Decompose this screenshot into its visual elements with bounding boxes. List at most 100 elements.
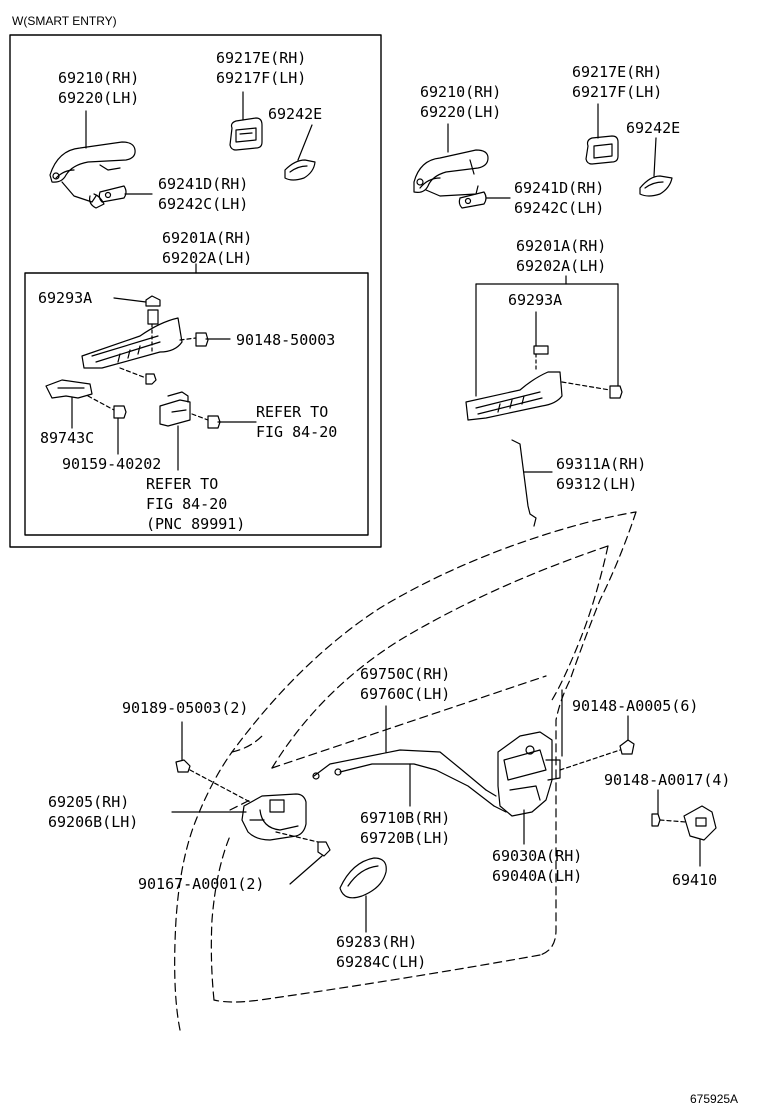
- callout-line: 69242C(LH): [514, 199, 605, 217]
- inset-handle-cap: [229, 117, 263, 151]
- inset-screw-dash: [87, 395, 115, 411]
- callout-bezel: 69283(RH) 69284C(LH): [336, 932, 426, 972]
- inset-clip-leader: [113, 297, 147, 303]
- callout-line: 69710B(RH): [360, 809, 451, 827]
- lock-screw-dash: [559, 749, 621, 771]
- pad-leader: [653, 137, 657, 177]
- frame-bolt: [609, 385, 623, 399]
- callout-line: 69220(LH): [420, 103, 502, 121]
- inset-grip: [98, 185, 127, 203]
- callout-striker: 69410: [672, 871, 718, 889]
- inset-bolt-dash: [179, 337, 197, 341]
- inset-nut-dash: [119, 367, 147, 379]
- door-lock: [497, 731, 561, 817]
- footer-code: 675925A: [690, 1092, 739, 1106]
- frame-bolt-dash: [561, 381, 611, 391]
- pad: [639, 175, 673, 197]
- callout-line: 69760C(LH): [360, 685, 451, 703]
- callout-grip: 69241D(RH) 69242C(LH): [514, 178, 604, 218]
- callout-line: 69217F(LH): [216, 69, 307, 87]
- callout-line: FIG 84-20: [146, 495, 228, 513]
- callout-screw-handle: 90167-A0001(2): [138, 875, 265, 893]
- callout-line: 69242C(LH): [158, 195, 249, 213]
- callout-box-clip: 69293A: [38, 289, 93, 307]
- inset-screw-part: [113, 405, 127, 419]
- grip: [458, 191, 487, 209]
- callout-inside-handle: 69205(RH) 69206B(LH): [48, 792, 138, 832]
- inside-handle: [241, 793, 307, 841]
- plug: [175, 749, 191, 773]
- callout-line: 69241D(RH): [514, 179, 605, 197]
- callout-box-refer2: REFER TO FIG 84-20 (PNC 89991): [146, 474, 245, 534]
- inset-switch: [159, 391, 191, 427]
- callout-frame: 69201A(RH) 69202A(LH): [516, 236, 606, 276]
- callout-line: 69217E(RH): [216, 49, 307, 67]
- door-bezel: [339, 857, 387, 899]
- callout-line: 69205(RH): [48, 793, 130, 811]
- callout-box-bolt: 90148-50003: [236, 331, 336, 349]
- striker-screw: [651, 789, 661, 827]
- callout-line: 69217F(LH): [572, 83, 663, 101]
- callout-pad: 69242E: [626, 119, 681, 137]
- callout-plug: 90189-05003(2): [122, 699, 249, 717]
- callout-box-cap: 69217E(RH) 69217F(LH): [216, 48, 306, 88]
- callout-line: 69202A(LH): [162, 249, 253, 267]
- callout-line: 69201A(RH): [516, 237, 607, 255]
- callout-cable-lower: 69710B(RH) 69720B(LH): [360, 808, 450, 848]
- inset-nut-part: [145, 373, 157, 385]
- callout-cap: 69217E(RH) 69217F(LH): [572, 62, 662, 102]
- striker-screw-dash: [659, 819, 687, 823]
- inset-pad-leader: [297, 124, 313, 161]
- callout-box-bracket: 89743C: [40, 429, 95, 447]
- inset-lock-frame: [81, 295, 183, 369]
- callout-clip: 69293A: [508, 291, 563, 309]
- handle-screw-dash: [275, 831, 319, 843]
- lock-rod: [511, 439, 537, 527]
- callout-screw-lock: 90148-A0005(6): [572, 697, 699, 715]
- lock-screw: [619, 739, 635, 755]
- callout-box-screw: 90159-40202: [62, 455, 162, 473]
- callout-line: 69720B(LH): [360, 829, 451, 847]
- striker: [683, 805, 717, 841]
- callout-line: 69217E(RH): [572, 63, 663, 81]
- callout-box-refer1: REFER TO FIG 84-20: [256, 402, 337, 442]
- callout-line: 69311A(RH): [556, 455, 647, 473]
- door-outline: [174, 511, 637, 1031]
- outside-handle: [413, 149, 489, 197]
- handle-cap: [585, 135, 619, 165]
- smart-entry-inset-frame: [9, 34, 382, 548]
- section-label: W(SMART ENTRY): [12, 14, 117, 28]
- callout-handle: 69210(RH) 69220(LH): [420, 82, 501, 122]
- cables: [312, 749, 507, 813]
- callout-line: REFER TO: [256, 403, 329, 421]
- callout-box-frame: 69201A(RH) 69202A(LH): [162, 228, 252, 268]
- callout-line: 69220(LH): [58, 89, 140, 107]
- inset-bracket: [45, 379, 93, 399]
- inset-outside-handle: [49, 141, 136, 209]
- callout-line: 69206B(LH): [48, 813, 139, 831]
- callout-line: (PNC 89991): [146, 515, 246, 533]
- callout-line: 69241D(RH): [158, 175, 249, 193]
- inset-switch-screw-dash: [191, 413, 209, 421]
- callout-rod: 69311A(RH) 69312(LH): [556, 454, 646, 494]
- callout-line: 69283(RH): [336, 933, 418, 951]
- callout-line: REFER TO: [146, 475, 219, 493]
- callout-line: 69312(LH): [556, 475, 638, 493]
- callout-line: 69750C(RH): [360, 665, 451, 683]
- handle-screw: [317, 841, 331, 857]
- frame-bracket-leaders: [475, 275, 619, 397]
- plug-dash: [189, 769, 251, 803]
- callout-box-handle: 69210(RH) 69220(LH): [58, 68, 139, 108]
- callout-line: 69040A(LH): [492, 867, 583, 885]
- inset-switch-screw: [207, 415, 257, 429]
- inset-pad: [284, 159, 316, 181]
- inset-bolt-part: [195, 332, 231, 347]
- callout-lock: 69030A(RH) 69040A(LH): [492, 846, 582, 886]
- callout-box-pad: 69242E: [268, 105, 323, 123]
- lock-frame: [465, 345, 563, 421]
- callout-screw-striker: 90148-A0017(4): [604, 771, 731, 789]
- callout-line: 69201A(RH): [162, 229, 253, 247]
- callout-line: 69210(RH): [58, 69, 140, 87]
